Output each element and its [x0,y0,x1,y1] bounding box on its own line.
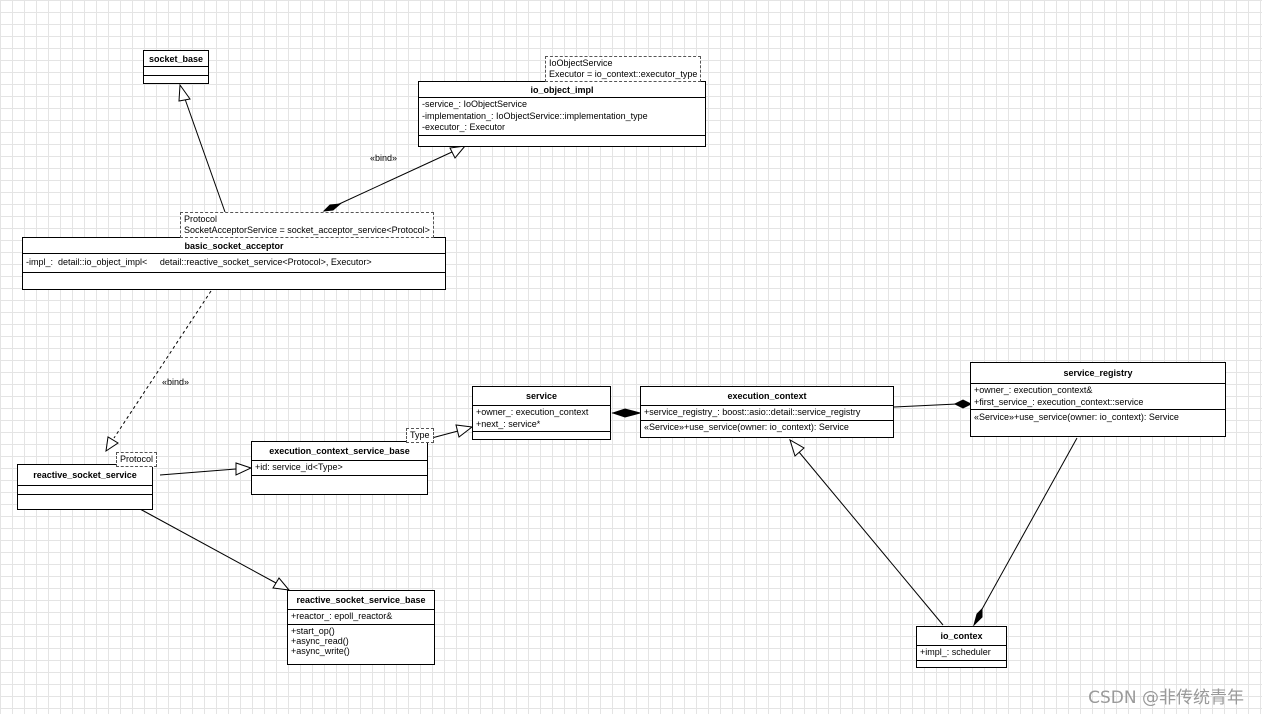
attributes-section: +id: service_id<Type> [252,461,427,476]
attribute: -executor_: Executor [422,122,506,132]
class-socket-base[interactable]: socket_base [143,50,209,84]
class-title: socket_base [144,51,208,67]
operation: «Service»+use_service(owner: io_context)… [974,412,1179,422]
watermark: CSDN @非传统青年 [1088,688,1244,708]
operation: +async_read() [291,635,349,646]
class-io-object-impl[interactable]: io_object_impl -service_: IoObjectServic… [418,81,706,147]
composition-diamond-iocontex [973,607,983,627]
inherit-arrow-ecsb [235,462,253,476]
template-params-ecsb: Type [406,428,434,443]
attributes-section: +impl_: scheduler [917,646,1006,661]
inherit-arrow-reactive-base [272,577,291,591]
operations-section [473,432,610,440]
attribute: +first_service_: execution_context::serv… [974,396,1144,407]
attribute: +owner_: execution_context& [974,385,1093,395]
attribute: +reactor_: epoll_reactor& [291,611,393,621]
edge-iocontex-execctx [798,451,944,626]
attributes-section: -impl_: detail::io_object_impl< detail::… [23,254,445,273]
operations-section [18,495,152,503]
edge-acceptor-socket-base [184,98,226,213]
edge-execctx-registry [893,403,958,408]
class-title: io_object_impl [419,82,705,98]
template-params-basic-socket-acceptor: Protocol SocketAcceptorService = socket_… [180,212,434,238]
operation: «Service»+use_service(owner: io_context)… [644,421,849,432]
attribute: +id: service_id<Type> [255,462,343,472]
edge-registry-iocontex [980,437,1078,612]
operations-section: +start_op() +async_read() +async_write() [288,625,434,657]
inherit-arrow-execctx [789,438,805,457]
attributes-section: +service_registry_: boost::asio::detail:… [641,406,893,421]
attribute: -implementation_: IoObjectService::imple… [422,110,648,121]
class-execution-context-service-base[interactable]: execution_context_service_base +id: serv… [251,441,428,495]
composition-diamond-registry [953,399,973,409]
operations-section [419,136,705,144]
edge-reactive-ecsb [159,468,237,476]
operation: +start_op() [291,625,335,636]
operations-section: «Service»+use_service(owner: io_context)… [971,410,1225,425]
inherit-arrow-service [455,424,474,438]
class-title: basic_socket_acceptor [23,238,445,254]
composition-diamond-acceptor [322,203,342,212]
bind-arrow-reactive [105,436,119,453]
bind-label-io-object: «bind» [370,153,398,163]
class-execution-context[interactable]: execution_context +service_registry_: bo… [640,386,894,438]
operations-section: «Service»+use_service(owner: io_context)… [641,421,893,435]
attribute: +owner_: execution_context [476,407,589,417]
class-title: reactive_socket_service_base [288,591,434,610]
attributes-section [18,486,152,495]
operations-section [23,273,445,281]
class-io-contex[interactable]: io_contex +impl_: scheduler [916,626,1007,668]
template-param: Protocol [120,454,154,464]
template-param: SocketAcceptorService = socket_acceptor_… [184,225,430,235]
template-params-reactive-socket-service: Protocol [116,452,158,467]
class-title: execution_context [641,387,893,406]
attribute: +service_registry_: boost::asio::detail:… [644,407,861,417]
class-basic-socket-acceptor[interactable]: basic_socket_acceptor -impl_: detail::io… [22,237,446,290]
class-service-registry[interactable]: service_registry +owner_: execution_cont… [970,362,1226,437]
edge-bind-reactive [113,290,212,439]
operation: +async_write() [291,645,350,656]
template-param: Type [410,430,430,440]
bind-arrow-io-object [449,145,467,159]
class-title: service_registry [971,363,1225,384]
template-param: Executor = io_context::executor_type [549,69,698,79]
class-service[interactable]: service +owner_: execution_context +next… [472,386,611,440]
template-param: IoObjectService [549,58,613,68]
edge-reactive-base [139,508,277,584]
class-reactive-socket-service[interactable]: reactive_socket_service [17,464,153,510]
attributes-section: +owner_: execution_context +next_: servi… [473,406,610,432]
attribute: -impl_: detail::io_object_impl< detail::… [26,257,372,267]
edge-bind-io-object [336,151,453,206]
operations-section [917,661,1006,669]
attribute: +next_: service* [476,418,541,429]
attribute: +impl_: scheduler [920,647,991,657]
class-reactive-socket-service-base[interactable]: reactive_socket_service_base +reactor_: … [287,590,435,665]
class-title: io_contex [917,627,1006,646]
bind-label-reactive: «bind» [162,377,190,387]
class-title: execution_context_service_base [252,442,427,461]
attributes-section: -service_: IoObjectService -implementati… [419,98,705,136]
template-params-io-object-impl: IoObjectService Executor = io_context::e… [545,56,702,82]
operations-section [252,476,427,484]
attributes-section: +owner_: execution_context& +first_servi… [971,384,1225,410]
class-title: reactive_socket_service [18,465,152,486]
composition-diamond-execctx [611,408,642,418]
attribute: -service_: IoObjectService [422,99,528,109]
class-title: service [473,387,610,406]
attributes-section: +reactor_: epoll_reactor& [288,610,434,625]
attributes-section [144,67,208,76]
template-param: Protocol [184,214,218,224]
inherit-arrow-socket-base [178,83,191,102]
operations-section [144,76,208,84]
